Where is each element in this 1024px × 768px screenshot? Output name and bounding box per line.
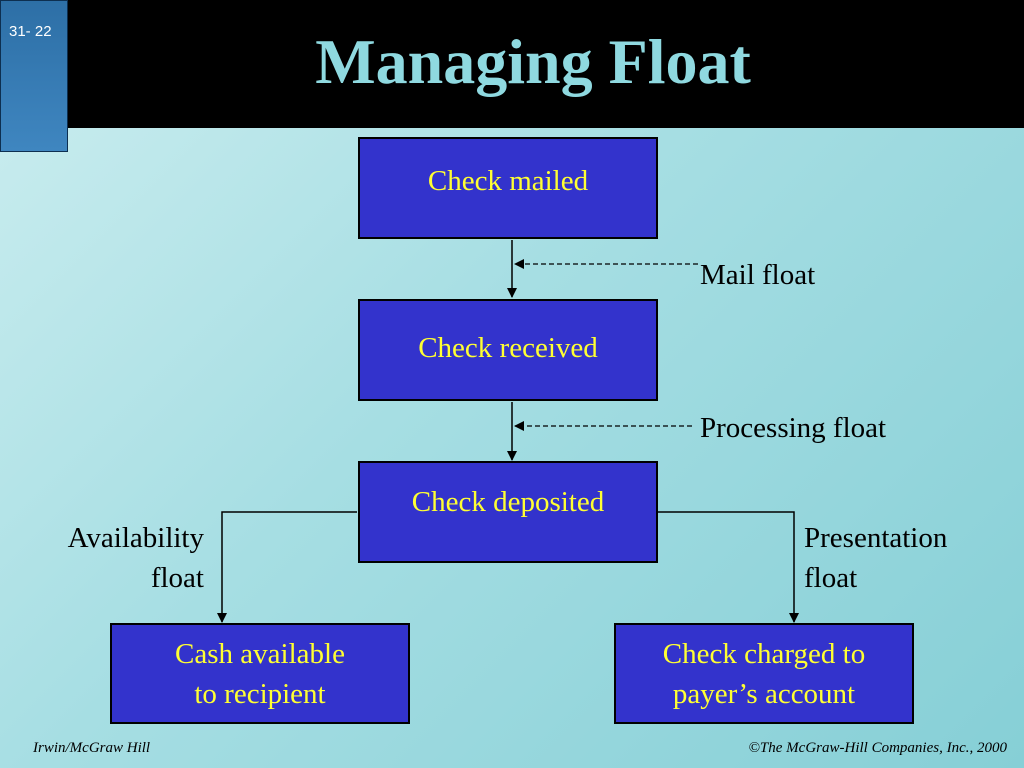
presentation-float-label: Presentation float	[804, 518, 947, 598]
footer-copyright: ©The McGraw-Hill Companies, Inc., 2000	[748, 740, 1007, 756]
slide-number: 31- 22	[9, 23, 52, 40]
check-mailed-label: Check mailed	[427, 165, 589, 197]
check-received-label: Check received	[418, 332, 598, 364]
availability-float-label: Availability float	[20, 518, 204, 598]
check-mailed-box: Check mailed	[358, 137, 658, 239]
slide-title: Managing Float	[315, 26, 751, 97]
availability-float-line2: float	[150, 562, 204, 594]
cash-available-box: Cash available to recipient	[110, 623, 410, 724]
processing-float-label: Processing float	[700, 412, 887, 444]
presentation-float-line1: Presentation	[804, 522, 948, 554]
availability-float-line1: Availability	[67, 522, 204, 554]
check-deposited-box: Check deposited	[358, 461, 658, 563]
arrow-deposited-to-cash-available	[217, 511, 357, 623]
arrow-deposited-to-check-charged	[658, 511, 799, 623]
presentation-float-line2: float	[804, 562, 858, 594]
footer-publisher: Irwin/McGraw Hill	[33, 740, 151, 756]
check-received-box: Check received	[358, 299, 658, 401]
check-charged-label-line1: Check charged to	[662, 637, 866, 670]
check-deposited-label: Check deposited	[411, 486, 605, 518]
cash-available-label-line2: to recipient	[194, 677, 326, 710]
check-charged-box: Check charged to payer’s account	[614, 623, 914, 724]
check-charged-label-line2: payer’s account	[672, 677, 856, 710]
title-bar	[0, 0, 1024, 128]
cash-available-label-line1: Cash available	[175, 637, 345, 670]
slide-number-tab: 31- 22	[0, 0, 68, 152]
mail-float-label: Mail float	[700, 259, 816, 291]
